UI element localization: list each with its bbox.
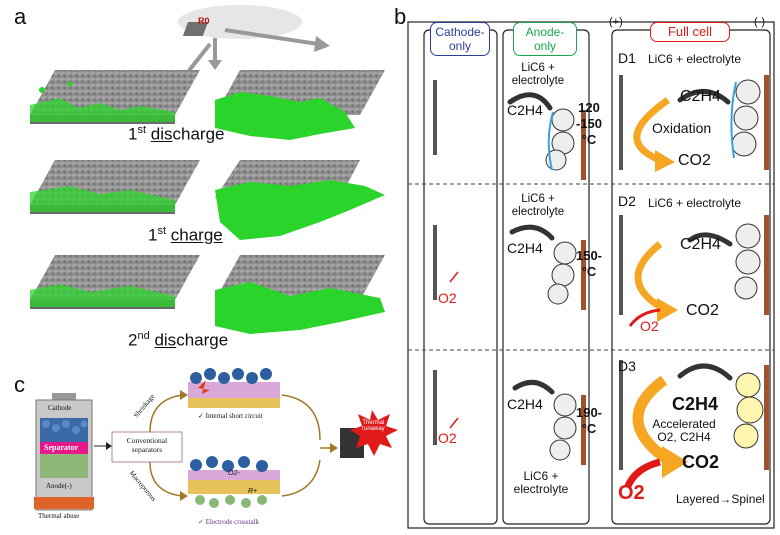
battery-cathode: Cathode	[48, 404, 72, 412]
slab-row3-left	[30, 255, 200, 309]
row-d1-temp: 120 -150 °C	[575, 100, 603, 147]
row-d2-full-o2: O2	[640, 318, 659, 334]
thermal-runaway-label: Thermal runaway	[362, 420, 385, 432]
conventional-separators-box: Conventional separators	[126, 436, 168, 454]
row-d2-id: D2	[618, 193, 636, 209]
polarity-plus: (+)	[609, 16, 623, 28]
row-d3-full-o2: O2	[618, 482, 645, 504]
panel-b-letter: b	[394, 4, 407, 29]
row-d2-anode-c2h4: C2H4	[507, 240, 543, 256]
row-d3-anode-label: LiC6 + electrolyte	[513, 469, 569, 496]
caption-1st-charge: 1st charge	[148, 225, 223, 245]
battery-anode: Anode(-)	[46, 482, 72, 490]
panel-c-letter: c	[14, 372, 25, 397]
battery-separator: Separator	[44, 443, 79, 452]
ion-o2: O2-	[228, 470, 240, 477]
outcome-short-circuit: ✓ Internal short circuit	[198, 412, 263, 420]
row-d1-id: D1	[618, 50, 636, 66]
polarity-minus: (-)	[754, 16, 765, 28]
panel-a-graphic	[30, 5, 385, 334]
row-d2-temp: 150- °C	[575, 248, 603, 279]
slab-row1-left	[30, 70, 200, 124]
slab-row2-left	[30, 160, 200, 214]
row-d3-temp: 190- °C	[575, 405, 603, 436]
slab-row3-right	[215, 255, 385, 334]
ion-r: R+	[248, 488, 258, 495]
row-d3-layered-spinel: Layered→Spinel	[676, 492, 765, 506]
caption-1st-discharge: 1st discharge	[128, 124, 225, 144]
row-d1-oxidation: Oxidation	[652, 120, 712, 136]
slab-row2-right	[215, 160, 385, 240]
row-d1-anode-label: LiC6 + electrolyte	[511, 62, 565, 87]
header-anode-only: Anode- only	[513, 22, 577, 56]
row-d2-full-c2h4: C2H4	[680, 236, 721, 253]
caption-2nd-discharge: 2nd discharge	[128, 330, 229, 350]
row-d1-full-label: LiC6 + electrolyte	[648, 52, 742, 66]
row-d3-full-c2h4: C2H4	[672, 394, 719, 414]
panel-a-letter: a	[14, 4, 27, 29]
row-d2-anode-label: LiC6 + electrolyte	[511, 193, 565, 218]
row-d3-anode-c2h4: C2H4	[507, 396, 543, 412]
row-d1-anode-c2h4: C2H4	[507, 102, 543, 118]
row-d1-co2: CO2	[678, 152, 711, 169]
outcome-crosstalk: ✓ Electrode crosstalk	[198, 518, 260, 526]
header-full-cell: Full cell	[650, 22, 730, 42]
slab-row1-right	[215, 70, 385, 140]
row-d3-accelerated: Accelerated O2, C2H4	[652, 417, 716, 444]
header-cathode-only: Cathode- only	[430, 22, 490, 56]
row-d2-co2: CO2	[686, 302, 719, 319]
row-d1-full-c2h4: C2H4	[680, 88, 721, 105]
row-d3-cathode-o2: O2	[438, 430, 457, 446]
r0-tag: R0	[198, 16, 210, 26]
row-d2-full-label: LiC6 + electrolyte	[648, 196, 742, 210]
battery-thermal-abuse: Thermal abuse	[38, 512, 80, 520]
row-d3-co2: CO2	[682, 452, 720, 472]
row-d2-cathode-o2: O2	[438, 290, 457, 306]
row-d3-id: D3	[618, 358, 636, 374]
panel-c-graphic	[34, 368, 398, 511]
